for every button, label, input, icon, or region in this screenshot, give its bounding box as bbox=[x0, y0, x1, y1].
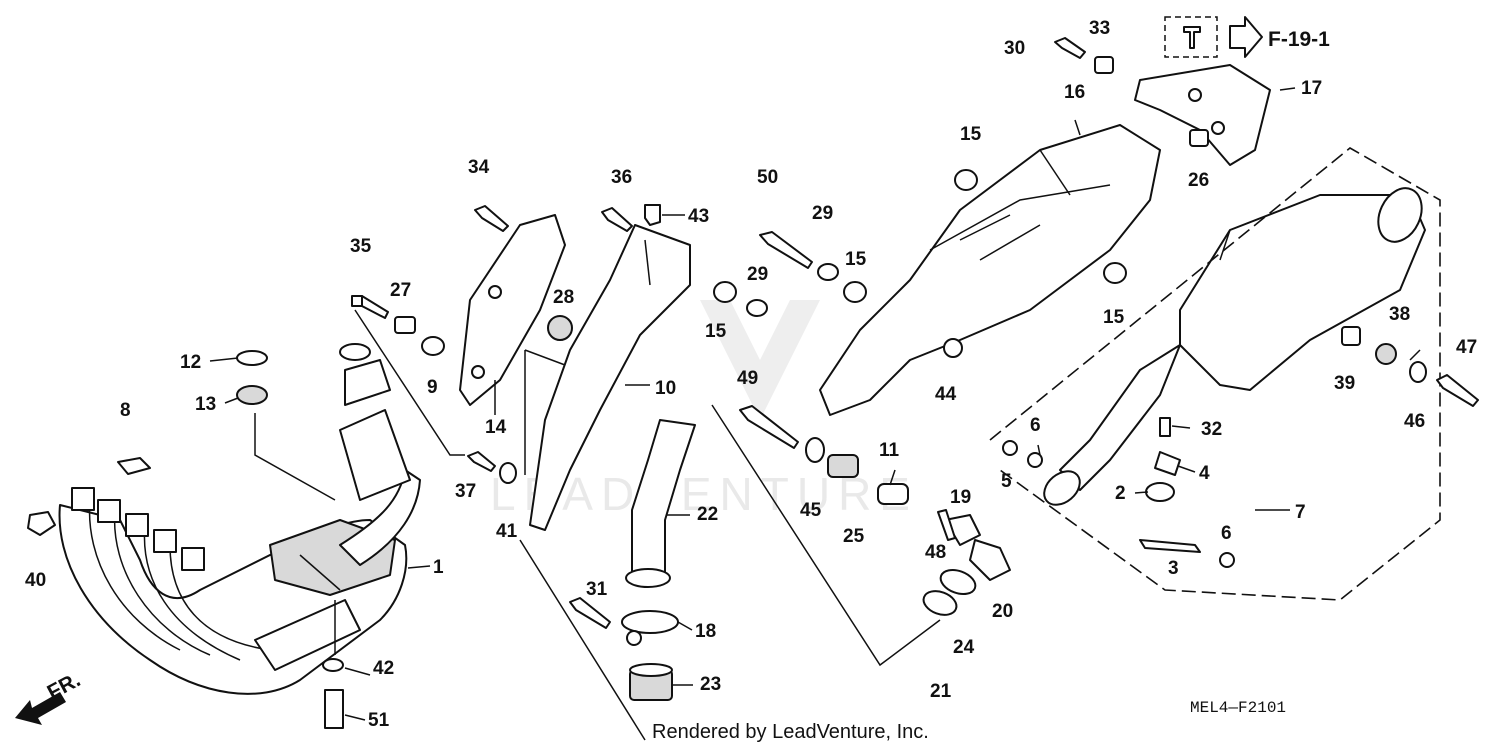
callout-6b: 6 bbox=[1221, 523, 1232, 544]
callout-16: 16 bbox=[1064, 82, 1085, 103]
callout-40: 40 bbox=[25, 570, 46, 591]
callout-22: 22 bbox=[697, 504, 718, 525]
diagram-code: MEL4—F2101 bbox=[1190, 699, 1286, 717]
callout-23: 23 bbox=[700, 674, 721, 695]
callout-33: 33 bbox=[1089, 18, 1110, 39]
callout-47: 47 bbox=[1456, 337, 1477, 358]
callout-17: 17 bbox=[1301, 78, 1322, 99]
reference-label: F-19-1 bbox=[1268, 28, 1330, 51]
chamber-cover[interactable] bbox=[819, 124, 1161, 416]
callout-39: 39 bbox=[1334, 373, 1355, 394]
heat-guard-left[interactable] bbox=[459, 214, 566, 406]
callout-18: 18 bbox=[695, 621, 716, 642]
reference-f-19-1[interactable]: F-19-1 bbox=[1164, 16, 1330, 58]
callout-7: 7 bbox=[1295, 502, 1306, 523]
callout-35: 35 bbox=[350, 236, 372, 257]
callout-19: 19 bbox=[950, 487, 971, 508]
pipe-band-clamp[interactable] bbox=[621, 610, 679, 646]
callout-5: 5 bbox=[1001, 471, 1012, 492]
callout-28: 28 bbox=[553, 287, 574, 308]
callout-15b: 15 bbox=[845, 249, 867, 270]
callout-32: 32 bbox=[1201, 419, 1222, 440]
callout-49: 49 bbox=[737, 368, 758, 389]
callout-29b: 29 bbox=[747, 264, 768, 285]
muffler-assembly-box bbox=[989, 147, 1441, 601]
callout-11: 11 bbox=[879, 440, 900, 461]
pipe-gasket[interactable] bbox=[629, 663, 673, 701]
callout-12: 12 bbox=[180, 352, 201, 373]
callout-51: 51 bbox=[368, 710, 390, 731]
callout-43: 43 bbox=[688, 206, 709, 227]
callout-24: 24 bbox=[953, 637, 975, 658]
callout-25: 25 bbox=[843, 526, 865, 547]
muffler-small-parts[interactable] bbox=[1002, 417, 1235, 568]
exhaust-header-pipes[interactable] bbox=[58, 343, 421, 695]
callout-15c: 15 bbox=[960, 124, 982, 145]
callout-9: 9 bbox=[427, 377, 438, 398]
callout-14: 14 bbox=[485, 417, 507, 438]
credit-text: Rendered by LeadVenture, Inc. bbox=[652, 721, 929, 743]
callout-26: 26 bbox=[1188, 170, 1209, 191]
callout-30: 30 bbox=[1004, 38, 1025, 59]
upper-heat-shield[interactable] bbox=[1134, 64, 1271, 166]
callout-48: 48 bbox=[925, 542, 946, 563]
callout-29a: 29 bbox=[812, 203, 833, 224]
callout-46: 46 bbox=[1404, 411, 1425, 432]
callout-37: 37 bbox=[455, 481, 476, 502]
callout-10: 10 bbox=[655, 378, 676, 399]
callout-42: 42 bbox=[373, 658, 394, 679]
callout-31: 31 bbox=[586, 579, 608, 600]
callout-numbers: 1 2 3 4 5 6 6 7 8 9 10 11 12 13 14 15 15… bbox=[25, 18, 1477, 731]
callout-34: 34 bbox=[468, 157, 490, 178]
muffler-assembly[interactable] bbox=[1038, 181, 1430, 511]
callout-1: 1 bbox=[433, 557, 444, 578]
callout-4: 4 bbox=[1199, 463, 1210, 484]
callout-20: 20 bbox=[992, 601, 1013, 622]
callout-13: 13 bbox=[195, 394, 216, 415]
connector-pipe[interactable] bbox=[625, 419, 696, 588]
callout-8: 8 bbox=[120, 400, 131, 421]
callout-15a: 15 bbox=[705, 321, 727, 342]
callout-3: 3 bbox=[1168, 558, 1179, 579]
callout-38: 38 bbox=[1389, 304, 1410, 325]
callout-15d: 15 bbox=[1103, 307, 1125, 328]
heat-guard-mid[interactable] bbox=[529, 224, 691, 531]
callout-2: 2 bbox=[1115, 483, 1126, 504]
front-direction-arrow: FR. bbox=[15, 668, 84, 725]
callout-44: 44 bbox=[935, 384, 957, 405]
callout-36: 36 bbox=[611, 167, 632, 188]
callout-27: 27 bbox=[390, 280, 411, 301]
leader-lines bbox=[254, 87, 1296, 741]
callout-41: 41 bbox=[496, 521, 518, 542]
callout-6a: 6 bbox=[1030, 415, 1041, 436]
hardware[interactable] bbox=[27, 37, 1479, 729]
leader-stubs bbox=[209, 214, 1421, 721]
exhaust-gaskets[interactable] bbox=[920, 514, 1011, 619]
callout-21: 21 bbox=[930, 681, 952, 702]
callout-45: 45 bbox=[800, 500, 822, 521]
callout-50: 50 bbox=[757, 167, 778, 188]
